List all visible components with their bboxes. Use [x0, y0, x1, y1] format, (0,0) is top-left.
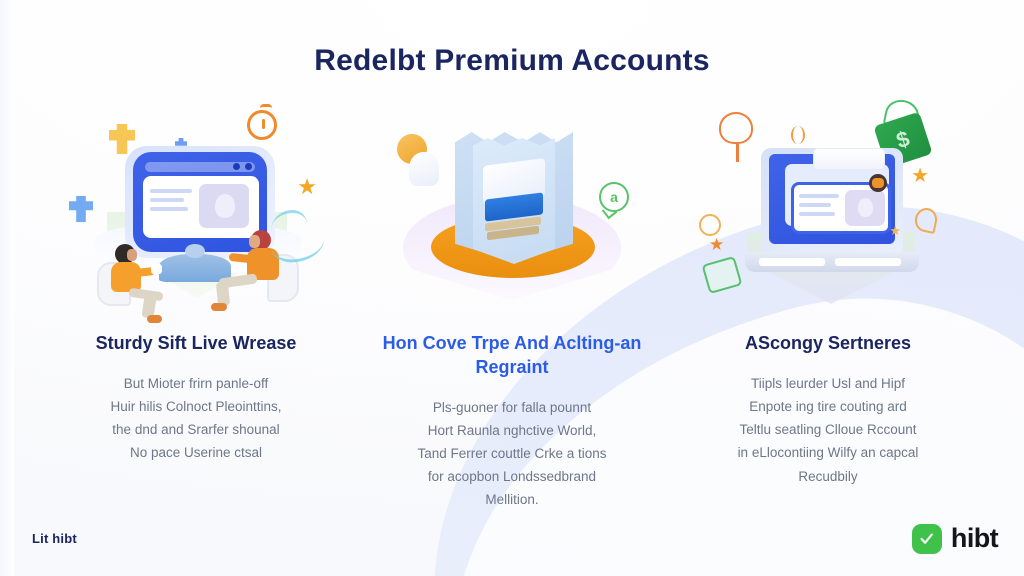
laptop-base: [745, 252, 919, 272]
laptop-keyboard-right: [835, 258, 901, 266]
brand-logo-text: hibt: [950, 523, 999, 553]
column-2-body: Pls-guoner for falla pounnt Hort Raunla …: [417, 396, 606, 512]
body-line: the dnd and Srarfer shounal: [112, 422, 280, 438]
screen-text-line: [799, 203, 831, 207]
person-right-shoe: [211, 303, 227, 311]
body-line: No pace Userine ctsal: [129, 445, 263, 461]
white-blob-decor: [409, 152, 439, 186]
person-left-face: [127, 249, 137, 261]
column-3-heading: AScongy Sertneres: [744, 333, 912, 353]
body-line: Tiipls leurder Usl and Hipf: [750, 375, 906, 391]
body-line: Hort Raunla nghctive World,: [427, 422, 597, 438]
body-line: Tand Ferrer couttle Crke a tions: [417, 445, 607, 461]
check-mark-icon: [911, 523, 942, 554]
balloon-icon: [719, 112, 753, 162]
feature-column-3: $ ★ ★ ★ AScongy Se: [678, 96, 978, 512]
feature-columns: ★ Sturdy Sift Live Wrease But Mioter fri…: [0, 96, 1024, 512]
screen-text-line: [150, 189, 192, 193]
column-1-heading: Sturdy Sift Live Wrease: [95, 333, 297, 353]
wave-line-decor-2: [271, 210, 307, 244]
star-icon: ★: [297, 174, 317, 199]
person-right-face: [249, 235, 260, 248]
screen-avatar: [845, 190, 885, 226]
puzzle-yellow-icon: [109, 124, 135, 154]
leaf-outline-decor: [912, 205, 940, 235]
column-3-body: Tiipls leurder Usl and Hipf Enpote ing t…: [738, 372, 919, 488]
cup-icon: [151, 264, 162, 274]
screen-avatar: [199, 184, 249, 228]
body-line: Enpote ing tire couting ard: [749, 398, 907, 414]
brand-logo[interactable]: hibt: [911, 523, 999, 554]
circle-outline-decor: [699, 214, 721, 236]
star-icon: ★: [709, 235, 725, 254]
person-figure-icon: [869, 174, 887, 192]
screen-top-bar: [813, 148, 885, 170]
screen-text-line: [799, 212, 835, 216]
monitor-dot-1: [233, 163, 240, 170]
page-title: Redelbt Premium Accounts: [314, 44, 710, 77]
feature-column-1: ★ Sturdy Sift Live Wrease But Mioter fri…: [46, 104, 346, 512]
body-line: Recudbily: [798, 468, 858, 484]
body-line: Mellition.: [485, 492, 539, 508]
screen-text-line: [150, 198, 184, 202]
column-1-body: But Mioter frirn panle-off Huir hilis Co…: [110, 372, 281, 465]
body-line: Teltlu seatling Clloue Rccount: [739, 422, 917, 438]
puzzle-small-blue-icon: [175, 138, 187, 146]
monitor-dot-2: [245, 163, 252, 170]
star-icon: ★: [889, 223, 901, 238]
alarm-clock-icon: [247, 104, 277, 140]
people-at-monitor-illustration: ★: [69, 104, 327, 323]
footer-left-label: Lit hibt: [32, 531, 77, 546]
screen-text-line: [150, 207, 188, 211]
person-left-torso: [111, 262, 141, 292]
person-stick-icon: [791, 126, 805, 144]
body-line: in eLlocontiing Wilfy an capcal: [737, 445, 919, 461]
column-2-heading: Hon Cove Trpe And Aclting-an Regraint: [382, 333, 642, 377]
feature-column-2: a Hon Cove Trpe And Aclting-an Regraint …: [362, 104, 662, 512]
green-tag-icon: [701, 255, 743, 295]
star-icon: ★: [911, 165, 929, 187]
laptop-with-money-illustration: $ ★ ★ ★: [699, 96, 953, 304]
body-line: Pls-guoner for falla pounnt: [432, 399, 592, 415]
left-edge-gradient: [0, 0, 14, 576]
chat-bubble-icon: a: [599, 182, 629, 212]
body-line: But Mioter frirn panle-off: [123, 375, 269, 391]
body-line: for acopbon Londssedbrand: [427, 469, 597, 485]
monitor-top-bar: [145, 162, 255, 172]
person-left-shoe: [147, 315, 162, 323]
vault-on-orange-disc-illustration: a: [387, 104, 637, 304]
table-shape: [159, 244, 231, 282]
laptop-keyboard-left: [759, 258, 825, 266]
screen-text-line: [799, 194, 839, 198]
body-line: Huir hilis Colnoct Pleointtins,: [110, 398, 282, 414]
puzzle-blue-icon: [69, 196, 93, 222]
